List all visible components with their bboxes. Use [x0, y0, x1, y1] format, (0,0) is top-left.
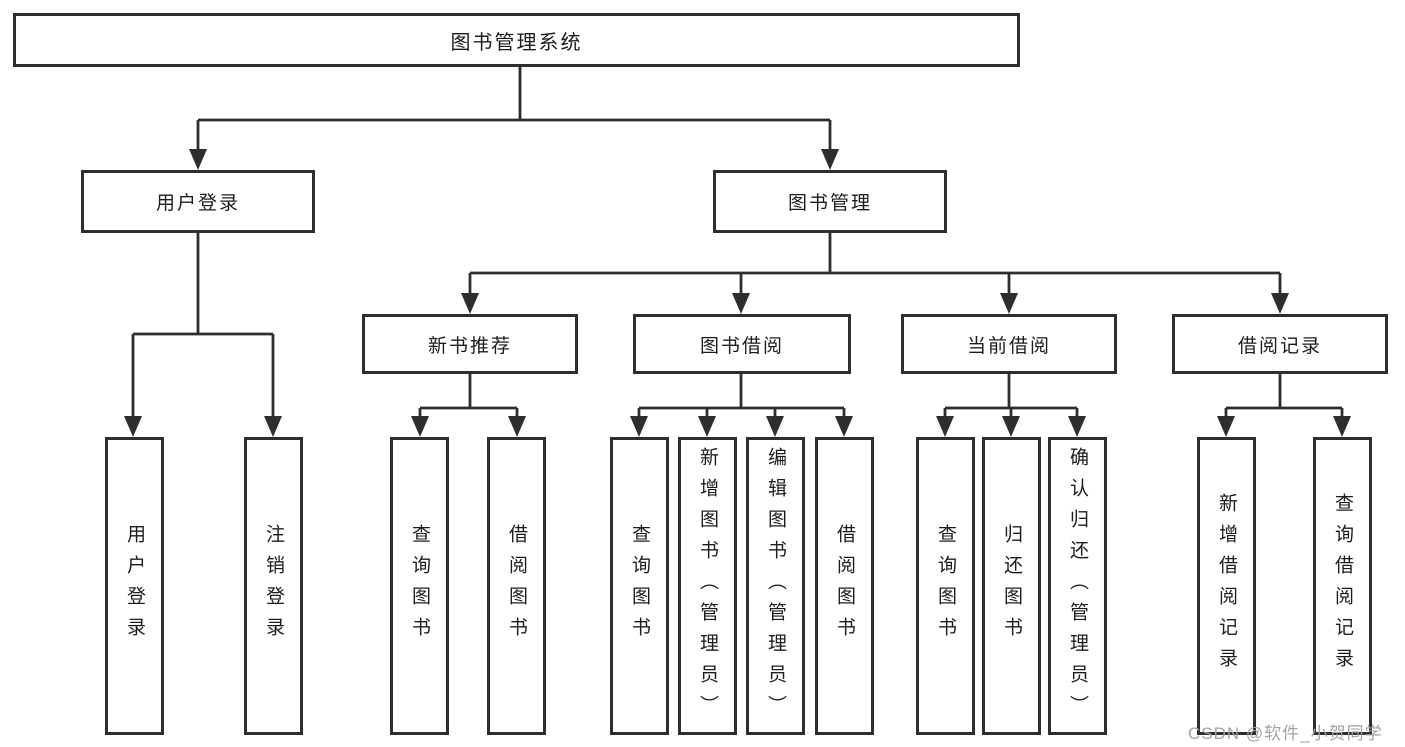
node-user-login: 用户登录	[81, 170, 315, 233]
node-new-book-recommendation: 新书推荐	[362, 314, 578, 374]
leaf-add-borrow-record: 新增借阅记录	[1197, 437, 1256, 735]
node-book-borrowing: 图书借阅	[633, 314, 851, 374]
leaf-label: 查询图书	[409, 524, 430, 648]
leaf-query-books-recommend: 查询图书	[390, 437, 449, 735]
node-book-management: 图书管理	[713, 170, 947, 233]
leaf-user-login: 用户登录	[105, 437, 164, 735]
node-borrowing-records: 借阅记录	[1172, 314, 1388, 374]
node-current-borrowing: 当前借阅	[901, 314, 1117, 374]
leaf-label: 用户登录	[124, 524, 145, 648]
leaf-label: 查询图书	[629, 524, 650, 648]
leaf-label: 注销登录	[263, 524, 284, 648]
leaf-confirm-return-admin: 确认归还（管理员）	[1048, 437, 1107, 735]
leaf-borrow-books-recommend: 借阅图书	[487, 437, 546, 735]
leaf-borrow-books: 借阅图书	[815, 437, 874, 735]
leaf-label: 确认归还（管理员）	[1067, 446, 1088, 726]
leaf-label: 查询图书	[935, 524, 956, 648]
leaf-query-books-current: 查询图书	[916, 437, 975, 735]
leaf-label: 借阅图书	[834, 524, 855, 648]
leaf-query-books-borrowing: 查询图书	[610, 437, 669, 735]
leaf-label: 新增借阅记录	[1216, 493, 1237, 679]
csdn-watermark: CSDN @软件_小贺同学	[1188, 724, 1383, 743]
leaf-label: 查询借阅记录	[1332, 493, 1353, 679]
node-library-system: 图书管理系统	[13, 13, 1020, 67]
leaf-label: 编辑图书（管理员）	[765, 446, 786, 726]
leaf-label: 借阅图书	[506, 524, 527, 648]
leaf-return-book: 归还图书	[982, 437, 1041, 735]
leaf-query-borrow-record: 查询借阅记录	[1313, 437, 1372, 735]
leaf-label: 新增图书（管理员）	[697, 446, 718, 726]
leaf-logout: 注销登录	[244, 437, 303, 735]
leaf-edit-book-admin: 编辑图书（管理员）	[746, 437, 805, 735]
leaf-add-book-admin: 新增图书（管理员）	[678, 437, 737, 735]
leaf-label: 归还图书	[1001, 524, 1022, 648]
